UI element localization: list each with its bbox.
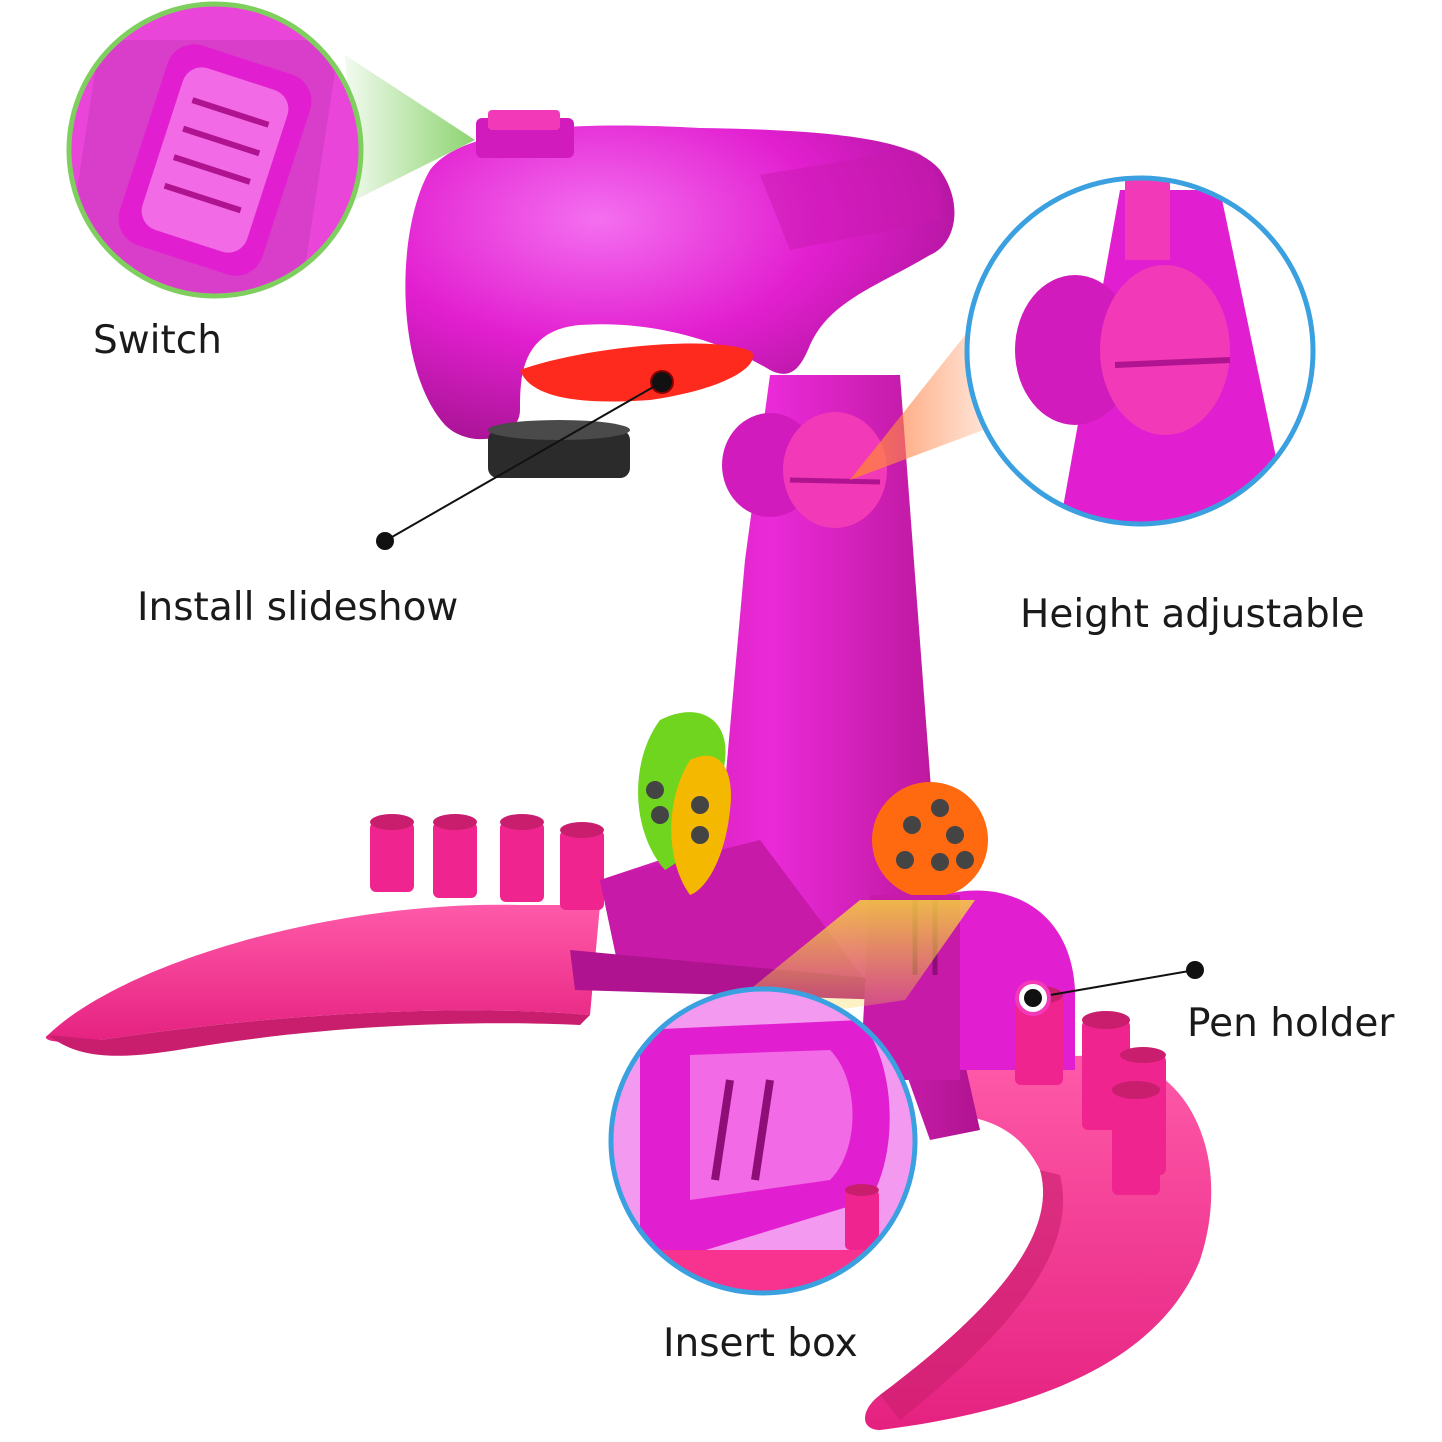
install-slideshow-label: Install slideshow <box>137 585 459 630</box>
projector-head <box>405 110 955 478</box>
pen-cups-right <box>1015 986 1166 1195</box>
insert-box-label: Insert box <box>663 1321 858 1366</box>
height-callout-circle <box>964 175 1316 527</box>
switch-label: Switch <box>93 318 222 363</box>
height-adjustable-label: Height adjustable <box>1020 592 1365 637</box>
pen-holder-label: Pen holder <box>1187 1001 1395 1046</box>
pen-cups-left <box>370 814 604 910</box>
install-slideshow-leader <box>376 372 672 550</box>
height-knob <box>722 412 887 528</box>
pen-holder-leader <box>1015 961 1204 1016</box>
insert-callout-circle <box>608 986 918 1296</box>
switch-callout-circle <box>66 1 364 299</box>
switch-callout-cone <box>345 55 475 200</box>
slide-discs <box>638 712 988 898</box>
